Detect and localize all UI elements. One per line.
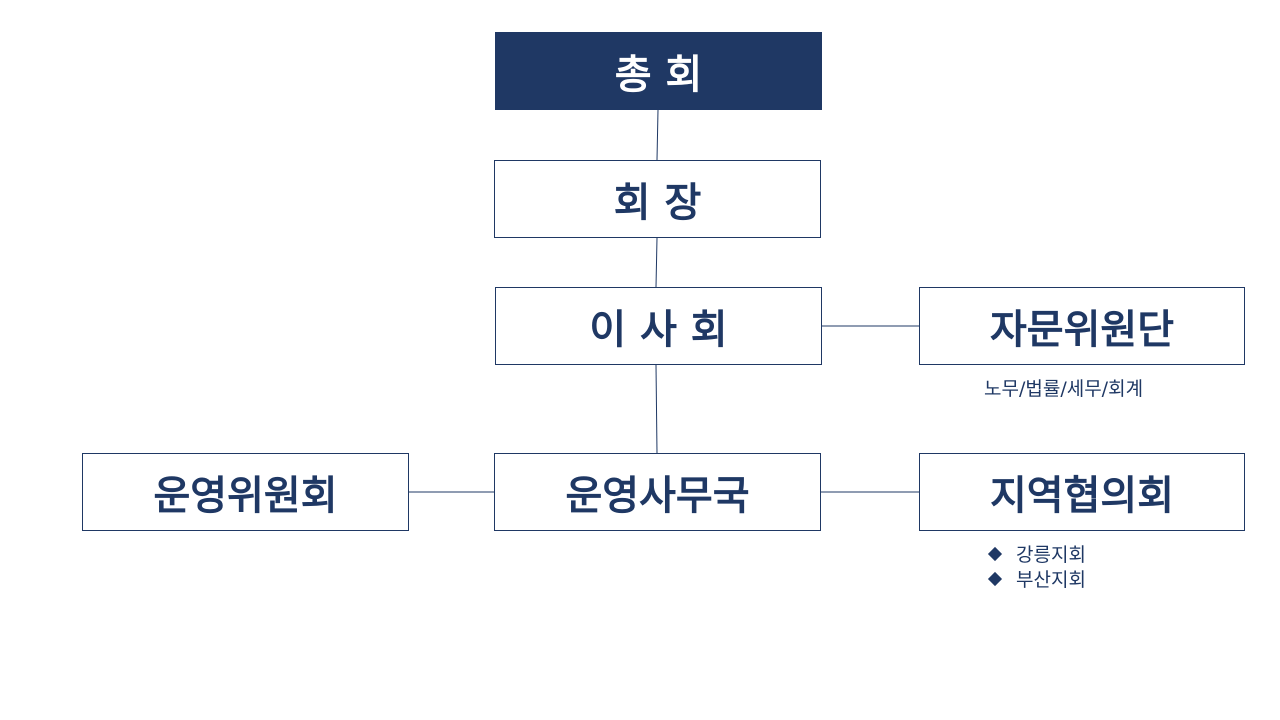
secretariat-label: 운영사무국 (565, 473, 750, 519)
operating-committee-box: 운영위원회 (82, 453, 409, 531)
connector-assembly-president (656, 109, 659, 161)
list-item: 강릉지회 (986, 541, 1086, 566)
regional-council-box: 지역협의회 (919, 453, 1245, 531)
advisory-label: 자문위원단 (990, 307, 1174, 353)
list-item: 부산지회 (986, 566, 1086, 591)
general-assembly-label: 총 회 (614, 52, 703, 98)
branch-list: 강릉지회 부산지회 (986, 541, 1086, 591)
branch-label: 강릉지회 (1016, 544, 1086, 566)
general-assembly-box: 총 회 (495, 32, 822, 110)
president-box: 회 장 (494, 160, 821, 238)
board-label: 이 사 회 (589, 307, 728, 353)
board-box: 이 사 회 (495, 287, 822, 365)
advisory-box: 자문위원단 (919, 287, 1245, 365)
president-label: 회 장 (613, 180, 702, 226)
secretariat-box: 운영사무국 (494, 453, 821, 531)
connector-president-board (655, 237, 658, 288)
diamond-bullet-icon (987, 546, 1003, 561)
advisory-note: 노무/법률/세무/회계 (984, 378, 1144, 400)
operating-committee-label: 운영위원회 (153, 473, 338, 519)
connector-board-secretariat (655, 364, 658, 454)
regional-council-label: 지역협의회 (990, 473, 1174, 519)
branch-label: 부산지회 (1016, 569, 1086, 591)
diamond-bullet-icon (987, 571, 1003, 586)
